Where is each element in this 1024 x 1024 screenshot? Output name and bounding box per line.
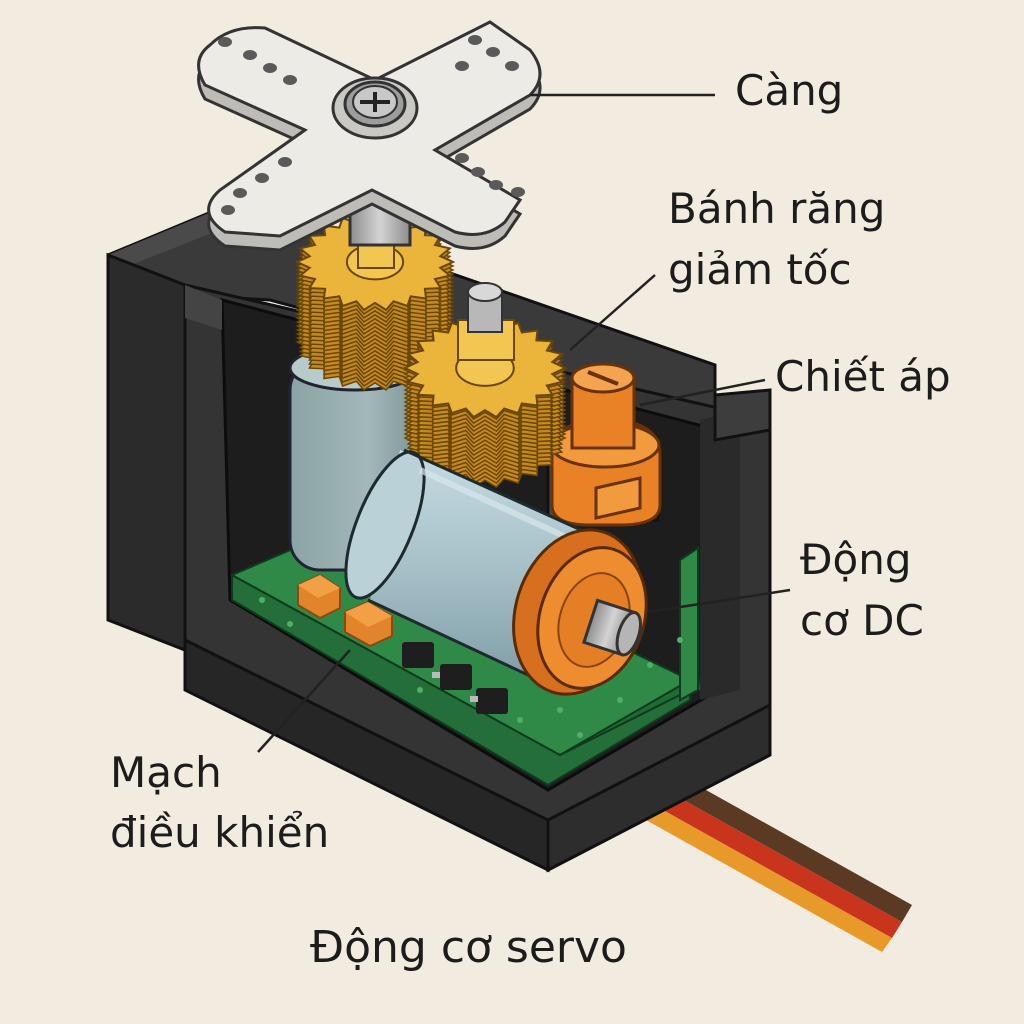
gear-lower [402, 317, 568, 489]
label-potentiometer: Chiết áp [775, 352, 951, 401]
diagram-caption: Động cơ servo [310, 922, 627, 973]
servo-horn [197, 20, 542, 252]
label-gears-line2: giảm tốc [668, 245, 852, 294]
potentiometer [546, 362, 662, 527]
label-horn: Càng [735, 66, 844, 115]
label-board-line2: điều khiển [110, 808, 330, 857]
smd-capacitor [297, 573, 341, 620]
leader-line-motor [647, 588, 791, 614]
label-motor-line1: Động [800, 535, 912, 584]
label-board-line1: Mạch [110, 748, 222, 797]
smd-transistor [402, 642, 508, 714]
label-motor-line2: cơ DC [800, 596, 924, 645]
leader-lines [257, 93, 791, 753]
dc-motor [344, 448, 648, 696]
leader-line-potentiometer [639, 378, 766, 407]
gear-shaft [467, 282, 503, 302]
reduction-gears [294, 212, 568, 489]
gear-upper [294, 212, 456, 391]
leader-line-gears [569, 274, 656, 351]
smd-capacitor [344, 600, 393, 648]
leader-line-board [257, 649, 351, 753]
label-gears-line1: Bánh răng [668, 184, 886, 233]
